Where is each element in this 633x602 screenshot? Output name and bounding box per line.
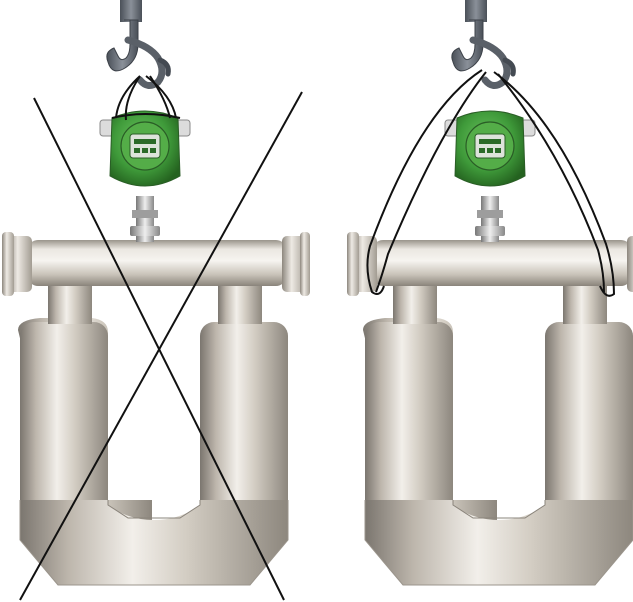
panel-left-wrong-lifting xyxy=(1,0,311,601)
u-tube-sensor-right xyxy=(346,110,633,586)
sling-on-housing xyxy=(111,75,181,121)
sling-on-flanges xyxy=(366,69,616,297)
u-tube-sensor-left xyxy=(1,110,311,586)
panel-right-correct-lifting xyxy=(346,0,633,586)
crane-hook-icon xyxy=(452,0,513,86)
crane-hook-icon xyxy=(107,0,168,86)
cross-out-mark-icon xyxy=(19,91,303,601)
